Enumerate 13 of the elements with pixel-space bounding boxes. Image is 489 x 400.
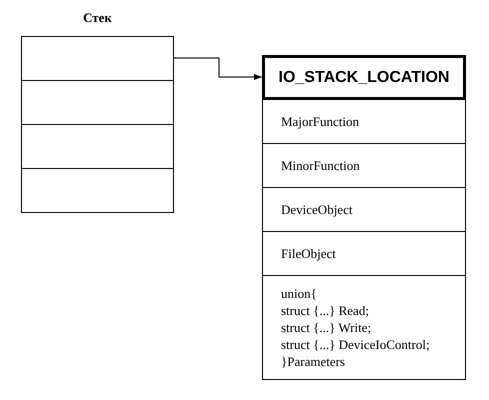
- struct-header: IO_STACK_LOCATION: [262, 55, 466, 100]
- stack-cell: [21, 80, 174, 125]
- field-cell: DeviceObject: [262, 187, 466, 232]
- field-cell: FileObject: [262, 231, 466, 276]
- stack-table: [21, 10, 174, 213]
- table-title: Стек: [82, 10, 113, 26]
- arrow: [174, 58, 262, 80]
- stack-cell: [21, 168, 174, 213]
- stack-cell: [21, 36, 174, 81]
- field-cell: MajorFunction: [262, 99, 466, 144]
- field-cell: MinorFunction: [262, 143, 466, 188]
- stack-cell: [21, 124, 174, 169]
- code-cell: union{ struct {...} Read; struct {...} Write; struct {...} DeviceIoControl; }Parameters: [262, 275, 466, 380]
